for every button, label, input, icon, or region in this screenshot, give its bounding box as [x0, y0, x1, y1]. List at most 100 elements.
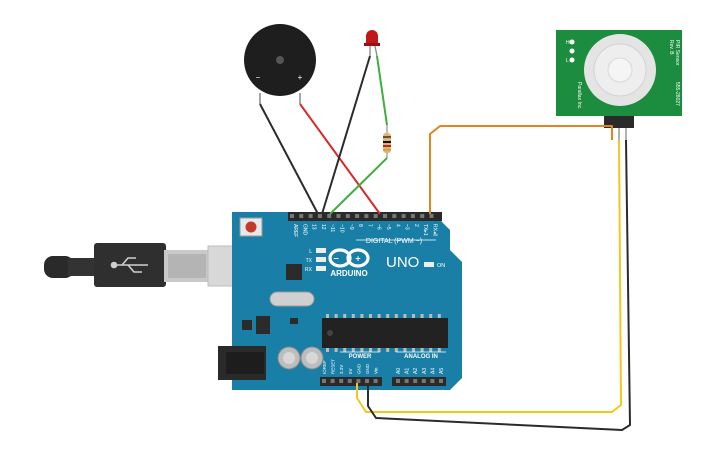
analog-pin[interactable] [404, 379, 409, 383]
digital-pin[interactable] [429, 214, 434, 218]
brand-text: ARDUINO [330, 269, 367, 278]
analog-pin[interactable] [439, 379, 443, 383]
digital-pin[interactable] [308, 214, 313, 218]
status-led [316, 248, 326, 253]
digital-pin-label: GND [301, 224, 307, 236]
power-pin[interactable] [339, 379, 344, 383]
analog-pin[interactable] [430, 379, 435, 383]
usb-icon [110, 257, 148, 273]
wire-buzzer-plus-pin7 [299, 103, 381, 215]
power-pin[interactable] [347, 379, 352, 383]
digital-pin[interactable] [364, 214, 369, 218]
pir-text-right-2: Rev. B [668, 40, 674, 55]
digital-label: DIGITAL (PWM ~) [366, 238, 422, 245]
buzzer-minus-label: − [256, 73, 261, 82]
analog-pin[interactable] [421, 379, 426, 383]
digital-pin[interactable] [383, 214, 387, 218]
wire-resistor-pin12 [329, 157, 388, 215]
pir-pin-l: L [566, 58, 569, 64]
analog-label: ANALOG IN [404, 354, 438, 360]
resistor [383, 125, 391, 158]
digital-pin[interactable] [355, 214, 360, 218]
power-pin-label: GND [356, 363, 361, 374]
power-pin-label: 3.3V [339, 365, 344, 374]
digital-pin[interactable] [392, 214, 397, 218]
analog-pin-label: A3 [422, 368, 428, 374]
digital-pin[interactable] [290, 214, 294, 218]
wire-led-cathode-gnd [321, 55, 371, 215]
wire-buzzer-minus-gnd [259, 103, 319, 215]
digital-pin-label: TX▸1 [422, 224, 428, 236]
digital-pin-label: ~5 [385, 224, 391, 230]
pir-dome [584, 34, 656, 106]
pir-text-right-1: PIR Sensor [674, 40, 680, 66]
digital-pin[interactable] [410, 214, 415, 218]
power-pin-label: GND [365, 363, 370, 374]
power-pin[interactable] [330, 379, 335, 383]
status-led-label: RX [305, 267, 313, 273]
power-pin-label: Vin [374, 367, 379, 374]
svg-text:+: + [355, 254, 360, 264]
digital-pin-label: 12 [320, 224, 326, 230]
power-pin[interactable] [322, 379, 326, 383]
digital-pin-label: ~10 [339, 224, 345, 233]
digital-pin-label: ~9 [348, 224, 354, 230]
digital-pin[interactable] [317, 214, 322, 218]
digital-pin-label: AREF [292, 224, 298, 237]
digital-pin-label: 4 [394, 224, 400, 227]
buzzer-plus-label: + [298, 73, 303, 82]
digital-pin[interactable] [336, 214, 341, 218]
digital-pin-label: ~11 [329, 224, 335, 232]
pir-text-right-3: 555-28027 [674, 82, 680, 106]
pir-sensor: H L PIR Sensor Rev. B 555-28027 Parallax… [556, 30, 682, 140]
digital-pin-label: 8 [357, 224, 363, 227]
analog-pin-label: A5 [439, 368, 445, 374]
status-led-label: TX [306, 258, 313, 264]
digital-pin-label: 13 [311, 224, 317, 230]
analog-pin[interactable] [413, 379, 418, 383]
digital-pin-label: ~3 [404, 224, 410, 230]
digital-pin[interactable] [373, 214, 378, 218]
arduino-logo-icon [328, 248, 370, 268]
power-pin-label: RESET [331, 359, 336, 374]
wire-pir-signal-pin2 [429, 125, 613, 214]
analog-header[interactable] [392, 377, 446, 386]
wire-pir-vcc-5v [356, 139, 622, 413]
wires [259, 55, 631, 431]
atmega-chip [322, 318, 448, 348]
svg-text:−: − [333, 254, 338, 264]
power-pin-label: IOREF [322, 360, 327, 374]
wire-led-anode-resistor [376, 55, 388, 126]
digital-pin[interactable] [345, 214, 350, 218]
status-led [316, 257, 326, 262]
digital-pin[interactable] [299, 214, 304, 218]
digital-pin-label: RX◂0 [432, 224, 438, 236]
power-label: POWER [349, 354, 372, 360]
power-pin[interactable] [365, 379, 369, 383]
pir-text-left: Parallax Inc. [576, 82, 582, 110]
analog-pin-label: A0 [396, 368, 402, 374]
digital-pin[interactable] [327, 214, 332, 218]
power-pin[interactable] [356, 379, 361, 383]
digital-pin[interactable] [420, 214, 425, 218]
on-label: ON [437, 263, 445, 269]
digital-pin-label: 7 [366, 224, 372, 227]
analog-pin-label: A1 [405, 368, 411, 374]
status-led-label: L [309, 249, 312, 255]
digital-pin[interactable] [401, 214, 406, 218]
status-led [316, 266, 326, 271]
power-pin[interactable] [373, 379, 378, 383]
power-pin-label: 5V [348, 368, 353, 374]
analog-pin-label: A4 [430, 368, 436, 374]
analog-pin-label: A2 [413, 368, 419, 374]
wire-pir-gnd-gnd [367, 139, 631, 431]
red-led [364, 30, 380, 57]
usb-cable [44, 243, 265, 287]
analog-pin[interactable] [396, 379, 400, 383]
piezo-buzzer: − + [244, 24, 316, 104]
digital-pin-label: 2 [413, 224, 419, 227]
pir-pin-h: H [566, 40, 570, 46]
digital-pin-label: ~6 [376, 224, 382, 230]
